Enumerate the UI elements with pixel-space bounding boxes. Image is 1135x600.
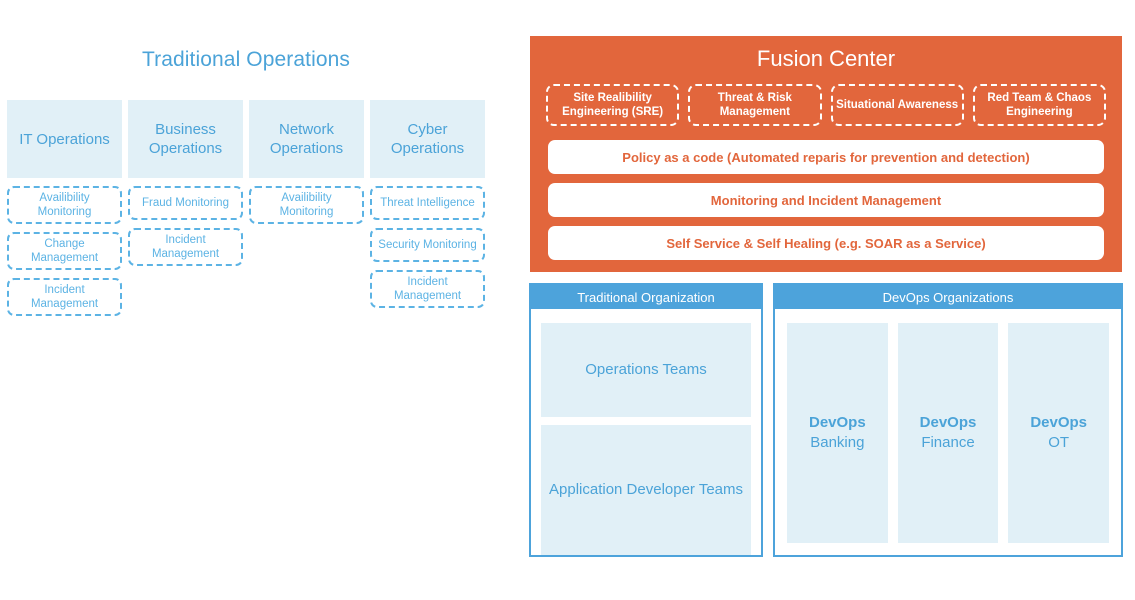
devops-brand-label: DevOps (808, 414, 866, 431)
ops-column-header-cyber-operations: Cyber Operations (370, 100, 485, 178)
traditional-organization-body: Operations Teams Application Developer T… (531, 309, 761, 555)
fusion-center-panel: Fusion Center Site Realibility Engineeri… (530, 36, 1122, 272)
devops-unit-label: OT (1048, 434, 1070, 451)
traditional-organization-panel: Traditional Organization Operations Team… (529, 283, 763, 557)
devops-column-ot[interactable]: DevOps OT (1008, 323, 1110, 543)
fusion-pillar-threat-risk-management[interactable]: Threat & Risk Management (688, 84, 822, 126)
ops-column-cyber-operations: Cyber Operations Threat Intelligence Sec… (370, 100, 485, 308)
ops-column-business-operations: Business Operations Fraud Monitoring Inc… (128, 100, 243, 266)
ops-item-incident-management[interactable]: Incident Management (128, 228, 243, 266)
team-box-application-developer-teams[interactable]: Application Developer Teams (541, 425, 751, 555)
traditional-operations-title: Traditional Operations (141, 48, 351, 71)
fusion-center-title: Fusion Center (756, 46, 896, 71)
ops-item-incident-management[interactable]: Incident Management (7, 278, 122, 316)
devops-organizations-body: DevOps Banking DevOps Finance DevOps OT (775, 309, 1121, 555)
fusion-capability-monitoring-incident-management[interactable]: Monitoring and Incident Management (548, 183, 1104, 217)
ops-item-availibility-monitoring[interactable]: Availibility Monitoring (7, 186, 122, 224)
team-box-operations-teams[interactable]: Operations Teams (541, 323, 751, 417)
devops-unit-label: Finance (921, 434, 975, 451)
traditional-organization-header: Traditional Organization (531, 285, 761, 309)
devops-brand-label: DevOps (1030, 414, 1088, 431)
fusion-center-pillars: Site Realibility Engineering (SRE) Threa… (546, 84, 1106, 126)
devops-organizations-panel: DevOps Organizations DevOps Banking DevO… (773, 283, 1123, 557)
traditional-operations-section: Traditional Operations IT Operations Ava… (0, 40, 500, 330)
fusion-pillar-sre[interactable]: Site Realibility Engineering (SRE) (546, 84, 680, 126)
devops-column-finance[interactable]: DevOps Finance (897, 323, 999, 543)
fusion-pillar-red-team-chaos-engineering[interactable]: Red Team & Chaos Engineering (972, 84, 1106, 126)
fusion-center-capabilities: Policy as a code (Automated reparis for … (548, 140, 1104, 260)
devops-column-banking[interactable]: DevOps Banking (787, 323, 888, 543)
ops-column-header-business-operations: Business Operations (128, 100, 243, 178)
ops-item-fraud-monitoring[interactable]: Fraud Monitoring (128, 186, 243, 220)
ops-column-network-operations: Network Operations Availibility Monitori… (249, 100, 364, 224)
traditional-organization-teams: Operations Teams Application Developer T… (541, 323, 751, 555)
devops-unit-label: Banking (810, 434, 865, 451)
fusion-capability-policy-as-a-code[interactable]: Policy as a code (Automated reparis for … (548, 140, 1104, 174)
fusion-pillar-situational-awareness[interactable]: Situational Awareness (830, 84, 964, 126)
ops-item-change-management[interactable]: Change Management (7, 232, 122, 270)
ops-item-security-monitoring[interactable]: Security Monitoring (370, 228, 485, 262)
ops-column-header-network-operations: Network Operations (249, 100, 364, 178)
fusion-capability-self-service-self-healing[interactable]: Self Service & Self Healing (e.g. SOAR a… (548, 226, 1104, 260)
ops-item-availibility-monitoring[interactable]: Availibility Monitoring (249, 186, 364, 224)
ops-item-threat-intelligence[interactable]: Threat Intelligence (370, 186, 485, 220)
ops-column-it-operations: IT Operations Availibility Monitoring Ch… (7, 100, 122, 316)
devops-organizations-header: DevOps Organizations (775, 285, 1121, 309)
devops-columns: DevOps Banking DevOps Finance DevOps OT (787, 323, 1110, 543)
devops-brand-label: DevOps (919, 414, 977, 431)
ops-item-incident-management[interactable]: Incident Management (370, 270, 485, 308)
ops-column-header-it-operations: IT Operations (7, 100, 122, 178)
